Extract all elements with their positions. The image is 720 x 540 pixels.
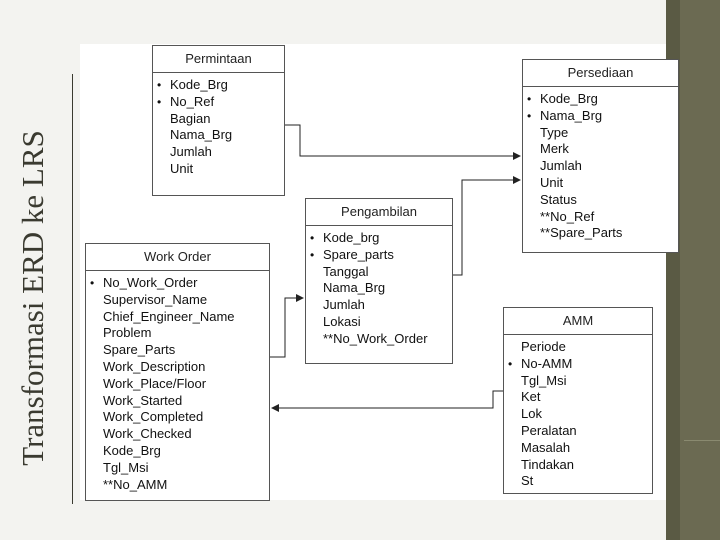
entity-work-order: Work Order No_Work_OrderSupervisor_NameC… [85, 243, 270, 501]
entity-title: Pengambilan [306, 199, 452, 226]
attribute: Work_Completed [103, 409, 204, 425]
key-attribute: Spare_parts [306, 247, 452, 264]
attribute: **Spare_Parts [540, 225, 623, 241]
entity-title: Permintaan [153, 46, 284, 73]
decorative-stripe-divider [684, 440, 720, 441]
attribute-list: Kode_BrgNama_BrgTypeMerkJumlahUnitStatus… [523, 87, 678, 242]
title-rule [72, 74, 73, 504]
attribute: Supervisor_Name [103, 291, 208, 307]
attribute: Ket [521, 389, 541, 405]
attribute: Peralatan [521, 422, 577, 438]
attribute: Work_Description [103, 358, 206, 374]
decorative-stripe-inner [680, 0, 720, 540]
attribute: Jumlah [323, 297, 365, 313]
key-attribute: Kode_Brg [523, 91, 678, 108]
key-attribute: Nama_Brg [523, 108, 678, 125]
attribute: Bagian [170, 110, 211, 126]
entity-permintaan: Permintaan Kode_BrgNo_RefBagianNama_BrgJ… [152, 45, 285, 196]
key-attribute: No_Ref [153, 94, 284, 111]
attribute-list: No_Work_OrderSupervisor_NameChief_Engine… [86, 271, 269, 493]
attribute: Lokasi [323, 313, 361, 329]
entity-pengambilan: Pengambilan Kode_brgSpare_partsTanggalNa… [305, 198, 453, 364]
attribute: Nama_Brg [170, 127, 233, 143]
attribute: **No_AMM [103, 476, 168, 492]
attribute-list: PeriodeNo-AMMTgl_MsiKetLokPeralatanMasal… [504, 335, 652, 490]
key-attribute: No-AMM [504, 356, 652, 373]
entity-persediaan: Persediaan Kode_BrgNama_BrgTypeMerkJumla… [522, 59, 679, 253]
attribute: Spare_Parts [103, 342, 176, 358]
attribute: Work_Started [103, 392, 183, 408]
attribute: Problem [103, 325, 152, 341]
entity-title: Persediaan [523, 60, 678, 87]
key-attribute: No_Work_Order [86, 275, 269, 292]
attribute: Work_Checked [103, 426, 192, 442]
attribute: **No_Work_Order [323, 330, 428, 346]
attribute: Tindakan [521, 456, 574, 472]
key-attribute: Kode_brg [306, 230, 452, 247]
attribute: Unit [170, 160, 194, 176]
attribute: St [521, 473, 534, 489]
entity-title: AMM [504, 308, 652, 335]
attribute: Lok [521, 406, 542, 422]
attribute: Kode_Brg [103, 442, 161, 458]
attribute-list: Kode_brgSpare_partsTanggalNama_BrgJumlah… [306, 226, 452, 348]
slide-title: Transformasi ERD ke LRS [15, 130, 50, 466]
attribute: Merk [540, 141, 569, 157]
attribute: Status [540, 191, 577, 207]
entity-amm: AMM PeriodeNo-AMMTgl_MsiKetLokPeralatanM… [503, 307, 653, 494]
attribute: Nama_Brg [323, 280, 386, 296]
attribute: Unit [540, 174, 564, 190]
attribute: Masalah [521, 439, 571, 455]
attribute: Tanggal [323, 263, 369, 279]
attribute: Periode [521, 339, 566, 354]
attribute: Jumlah [540, 158, 582, 174]
attribute: Type [540, 124, 569, 140]
attribute: Tgl_Msi [521, 372, 567, 388]
key-attribute: Kode_Brg [153, 77, 284, 94]
attribute: Jumlah [170, 144, 212, 160]
attribute: Tgl_Msi [103, 459, 149, 475]
entity-title: Work Order [86, 244, 269, 271]
attribute: Work_Place/Floor [103, 375, 207, 391]
attribute: Chief_Engineer_Name [103, 308, 235, 324]
attribute: **No_Ref [540, 208, 595, 224]
